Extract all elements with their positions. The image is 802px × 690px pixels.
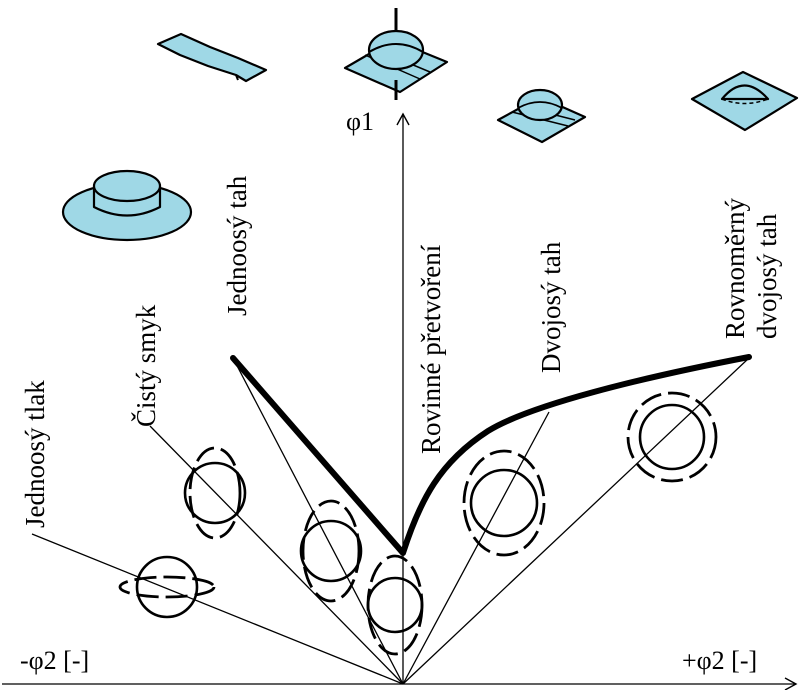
biaxial-specimen-icon bbox=[496, 88, 587, 144]
strain-path-rays bbox=[31, 357, 750, 685]
label-biaxial-tension: Dvojosý tah bbox=[536, 241, 566, 373]
label-uniaxial-tension: Jednoosý tah bbox=[222, 175, 252, 316]
label-equibiaxial-tension-line2: dvojosý tah bbox=[752, 213, 782, 339]
label-plane-strain: Rovinné přetvoření bbox=[416, 244, 446, 454]
tensile-dogbone-icon bbox=[156, 32, 268, 83]
plane-strain-specimen-icon bbox=[343, 8, 449, 100]
label-pure-shear: Čistý smyk bbox=[131, 304, 161, 427]
shear-disk-icon bbox=[61, 169, 193, 242]
strain-ellipse-compression bbox=[118, 555, 216, 619]
strain-ellipse-biaxial bbox=[462, 449, 546, 557]
label-uniaxial-compression: Jednoosý tlak bbox=[20, 380, 50, 528]
forming-limit-curve bbox=[230, 354, 752, 556]
strain-ellipse-uniaxial bbox=[299, 499, 363, 603]
equibiaxial-dome-icon bbox=[690, 70, 799, 132]
x-axis-negative-label: -φ2 [-] bbox=[20, 646, 89, 675]
strain-ellipse-plane-strain bbox=[366, 554, 424, 656]
strain-ellipse-pure-shear bbox=[183, 446, 247, 540]
strain-ellipse-equibiaxial bbox=[626, 391, 718, 483]
x-axis-positive-label: +φ2 [-] bbox=[682, 646, 757, 675]
label-equibiaxial-tension-line1: Rovnoměrný bbox=[720, 198, 750, 339]
y-axis-label: φ1 bbox=[346, 107, 374, 136]
